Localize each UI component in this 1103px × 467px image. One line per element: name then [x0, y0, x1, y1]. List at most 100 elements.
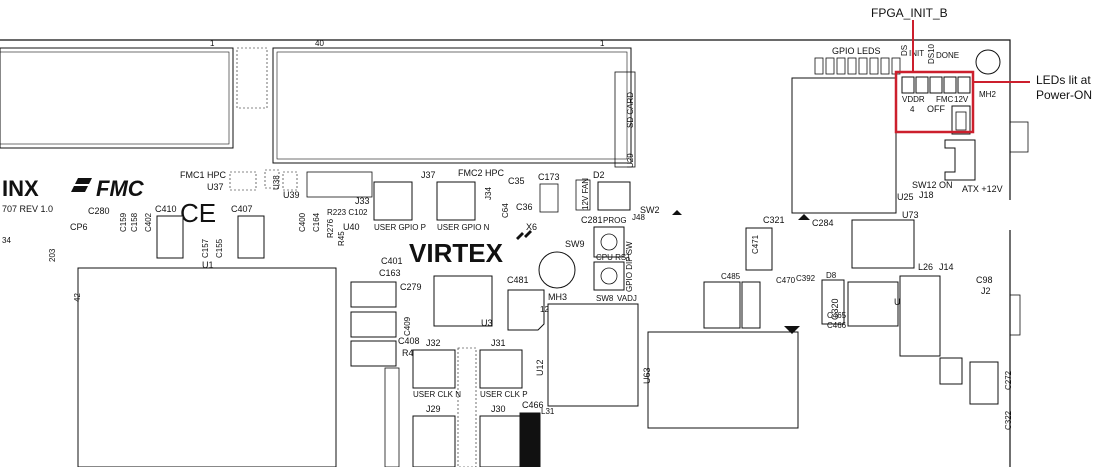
- label-gpio-leds: GPIO LEDS: [832, 46, 881, 56]
- j2-connector: [1009, 294, 1021, 336]
- cpu-rst-button: [593, 261, 625, 291]
- c470-cap: [741, 281, 761, 329]
- label-c35: C35: [508, 176, 525, 186]
- fmc1-connector-inner: [0, 51, 230, 145]
- label-c481: C481: [507, 275, 529, 285]
- label-c98: C98: [976, 275, 993, 285]
- gpio-led: [847, 57, 857, 75]
- label-u40: U40: [343, 222, 360, 232]
- fmc1-pins: [236, 47, 268, 109]
- sd-card-slot: [614, 71, 636, 168]
- label-vadj: VADJ: [617, 294, 637, 303]
- label-c64: C64: [501, 203, 510, 218]
- label-init: INIT: [909, 49, 924, 58]
- label-c320: C320: [830, 298, 840, 320]
- label-c409: C409: [403, 316, 412, 336]
- u39-chip: [282, 171, 298, 191]
- status-led-init: [901, 76, 915, 94]
- label-user-gpio-p: USER GPIO P: [374, 223, 426, 232]
- c409-cap: [350, 311, 397, 338]
- label-c465: C465: [827, 311, 847, 320]
- label-c321: C321: [763, 215, 785, 225]
- label-u25: U25: [897, 192, 914, 202]
- label-j32: J32: [426, 338, 441, 348]
- label-203: 203: [48, 248, 57, 262]
- right-bottom-chip: [939, 357, 963, 385]
- c466-cap: [519, 412, 541, 467]
- label-j31: J31: [491, 338, 506, 348]
- j29-sma: [412, 415, 456, 467]
- label-fmc1-hpc: FMC1 HPC: [180, 170, 227, 180]
- label-c466-b: C466: [827, 321, 847, 330]
- label-j14: J14: [939, 262, 954, 272]
- status-led-fmc: [943, 76, 957, 94]
- leds-lit-callout: LEDs lit at Power-ON: [1036, 73, 1102, 103]
- label-j18: J18: [919, 190, 934, 200]
- label-done: DONE: [936, 51, 959, 60]
- fmc-logo: FMC: [71, 176, 145, 201]
- c485-cap: [703, 281, 741, 329]
- label-fmc2-hpc: FMC2 HPC: [458, 168, 505, 178]
- resistor-array: [306, 171, 373, 198]
- label-atx: ATX +12V: [962, 184, 1003, 194]
- label-cpu-rst: CPU RST: [596, 253, 631, 262]
- label-c281: C281: [581, 215, 603, 225]
- fan-header: [575, 179, 591, 211]
- label-u39: U39: [283, 190, 300, 200]
- gpio-led: [814, 57, 824, 75]
- label-r276: R276: [326, 218, 335, 238]
- cpu-rst-button-cap: [600, 267, 618, 285]
- resistor-bank-left: [384, 367, 400, 467]
- u73-chip: [851, 219, 915, 269]
- label-u12: U12: [535, 359, 545, 376]
- label-sw9: SW9: [565, 239, 585, 249]
- label-mh3: MH3: [548, 292, 567, 302]
- label-sw8: SW8: [596, 294, 614, 303]
- u63-chip: [647, 331, 799, 429]
- gpio-led: [869, 57, 879, 75]
- u5-region: [847, 281, 899, 327]
- label-l26: L26: [918, 262, 933, 272]
- label-j37: J37: [421, 170, 436, 180]
- label-u37: U37: [207, 182, 224, 192]
- label-c164: C164: [312, 212, 321, 232]
- label-u63: U63: [642, 367, 652, 384]
- u12-chip: [547, 303, 639, 407]
- label-c402: C402: [144, 212, 153, 232]
- label-cp6: CP6: [70, 222, 88, 232]
- mh3-mount-hole: [538, 251, 576, 289]
- label-j29: J29: [426, 404, 441, 414]
- j32-sma: [412, 349, 456, 389]
- label-j30: J30: [491, 404, 506, 414]
- status-led-done: [915, 76, 929, 94]
- label-12v-fan: 12V FAN: [581, 178, 590, 210]
- label-c322: C322: [1004, 410, 1013, 430]
- gpio-led: [858, 57, 868, 75]
- label-sw12-on: SW12 ON: [912, 180, 953, 190]
- label-user-clk-p: USER CLK P: [480, 390, 528, 399]
- label-c470: C470: [776, 276, 796, 285]
- label-42: 42: [73, 293, 82, 302]
- label-u29: U29: [626, 153, 635, 168]
- led-highlight-box: [894, 70, 975, 134]
- leds-lit-line1: LEDs lit at: [1036, 73, 1091, 87]
- label-c163: C163: [379, 268, 401, 278]
- label-40: 40: [315, 39, 324, 48]
- label-off: OFF: [927, 104, 945, 114]
- rev-label: 707 REV 1.0: [2, 204, 53, 214]
- label-c471: C471: [751, 234, 760, 254]
- status-led-vddr: [929, 76, 943, 94]
- c173-cap: [539, 183, 559, 213]
- gpio-led-row: [814, 57, 901, 75]
- fmc1-connector: [0, 47, 234, 149]
- label-c401: C401: [381, 256, 403, 266]
- j37-sma-n: [436, 181, 476, 221]
- label-c159: C159: [119, 212, 128, 232]
- j30-sma: [479, 415, 523, 467]
- label-gpio-dip-sw: GPIO DIP SW: [625, 241, 634, 292]
- label-sw2: SW2: [640, 205, 660, 215]
- label-prog: PROG: [603, 216, 627, 225]
- sw12-power-switch: [951, 105, 971, 135]
- label-c155: C155: [215, 238, 224, 258]
- label-c392: C392: [796, 274, 816, 283]
